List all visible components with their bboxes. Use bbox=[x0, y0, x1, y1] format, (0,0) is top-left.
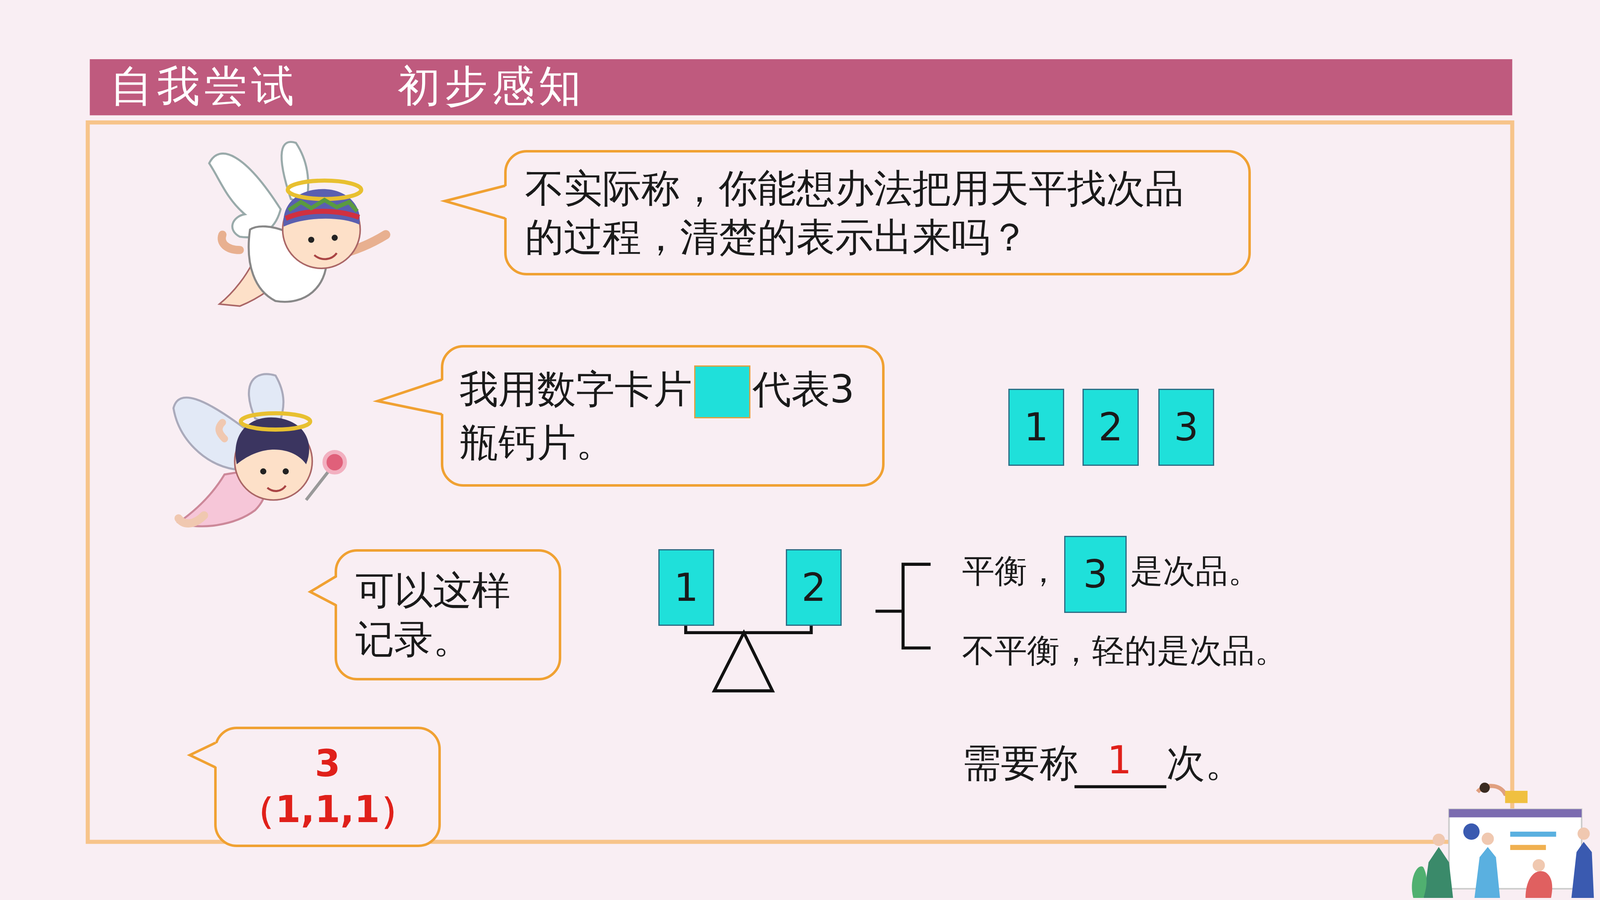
text-wrap: 3 bbox=[1065, 550, 1125, 599]
bubble-text: 不实际称，你能想办法把用天平找次品的过程，清楚的表示出来吗？ bbox=[525, 165, 1184, 260]
result-text: 平衡， bbox=[962, 549, 1060, 594]
angel-girl bbox=[173, 374, 345, 527]
corner-illustration bbox=[1411, 782, 1594, 898]
text-wrap: 不实际称，你能想办法把用天平找次品的过程，清楚的表示出来吗？ bbox=[525, 164, 1198, 262]
number-card: 1 bbox=[658, 549, 715, 627]
tail-outline bbox=[310, 576, 336, 606]
text-wrap: 可以这样记录。 bbox=[355, 566, 541, 664]
text-wrap: 我用数字卡片代表3瓶钙片。 bbox=[459, 365, 868, 468]
tail-outline bbox=[190, 742, 216, 768]
number-card: 1 bbox=[1008, 388, 1065, 466]
speech-bubble: 我用数字卡片代表3瓶钙片。 bbox=[440, 345, 885, 487]
answer-number: 1 bbox=[1107, 737, 1132, 783]
page-title: 自我尝试 初步感知 bbox=[110, 57, 586, 116]
number-card: 3 bbox=[1158, 388, 1215, 466]
number-card: 2 bbox=[1082, 388, 1139, 466]
card-number: 2 bbox=[1098, 404, 1123, 450]
speech-bubble: 不实际称，你能想办法把用天平找次品的过程，清楚的表示出来吗？ bbox=[504, 150, 1252, 276]
tail-outline bbox=[377, 379, 442, 415]
angel-boy bbox=[209, 142, 386, 307]
answer-bubble: 3（1,1,1） bbox=[214, 726, 441, 848]
bubble-text: 我用数字卡片 bbox=[459, 366, 693, 412]
answer-underline bbox=[1074, 785, 1167, 788]
card-number: 1 bbox=[1023, 404, 1049, 450]
text-wrap: 3 bbox=[1159, 402, 1214, 452]
result-bracket bbox=[875, 564, 931, 648]
tail-fill bbox=[377, 379, 445, 415]
number-card: 2 bbox=[785, 549, 843, 627]
card-number: 1 bbox=[673, 565, 699, 610]
card-number: 2 bbox=[801, 565, 826, 610]
tail-fill bbox=[190, 742, 218, 768]
card-number: 3 bbox=[1173, 404, 1199, 450]
number-card: 3 bbox=[1064, 535, 1127, 613]
result-text: 不平衡，轻的是次品。 bbox=[962, 629, 1288, 673]
tail-fill bbox=[310, 576, 338, 606]
card-number: 3 bbox=[1082, 551, 1108, 597]
text-wrap: 2 bbox=[1083, 402, 1138, 452]
question-text: 需要称 bbox=[962, 737, 1079, 790]
text-wrap: 2 bbox=[787, 563, 841, 612]
result-text: 是次品。 bbox=[1130, 549, 1261, 594]
speech-bubble: 可以这样记录。 bbox=[334, 549, 562, 681]
question-text: 次。 bbox=[1166, 737, 1244, 790]
tail-outline bbox=[445, 185, 505, 219]
text-wrap: 1 bbox=[1009, 402, 1064, 452]
bubble-text: 可以这样记录。 bbox=[355, 567, 511, 662]
text-wrap: 3（1,1,1） bbox=[229, 740, 427, 833]
tail-fill bbox=[445, 185, 508, 219]
bubble-text: 3（1,1,1） bbox=[238, 742, 417, 831]
text-wrap: 1 bbox=[659, 563, 714, 612]
card-icon bbox=[694, 365, 751, 419]
